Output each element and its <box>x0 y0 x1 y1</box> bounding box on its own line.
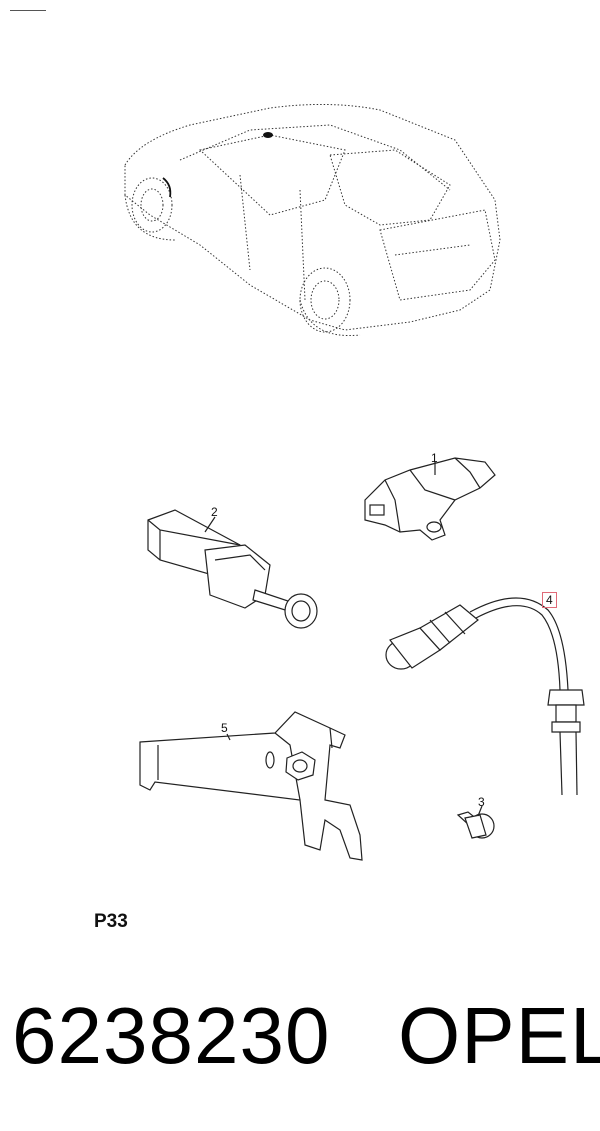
callout-3: 3 <box>478 795 485 809</box>
callout-4-highlighted: 4 <box>542 592 557 608</box>
callout-2: 2 <box>211 505 218 519</box>
part-2-brake-switch <box>147 509 318 629</box>
part-1-sensor <box>364 457 496 541</box>
callout-1: 1 <box>431 451 438 465</box>
leader-5 <box>226 733 231 741</box>
part-number: 6238230 <box>12 991 331 1080</box>
brand-name: OPEL <box>398 991 600 1080</box>
part-5-bracket <box>139 711 363 861</box>
leader-3 <box>477 805 483 817</box>
callout-5: 5 <box>221 721 228 735</box>
leader-2 <box>204 516 216 533</box>
part-4-abs-sensor <box>385 597 585 796</box>
page-reference: P33 <box>94 911 128 932</box>
header-rule <box>10 10 46 11</box>
car-overview-illustration <box>124 103 501 337</box>
part-3-plug <box>456 811 495 839</box>
